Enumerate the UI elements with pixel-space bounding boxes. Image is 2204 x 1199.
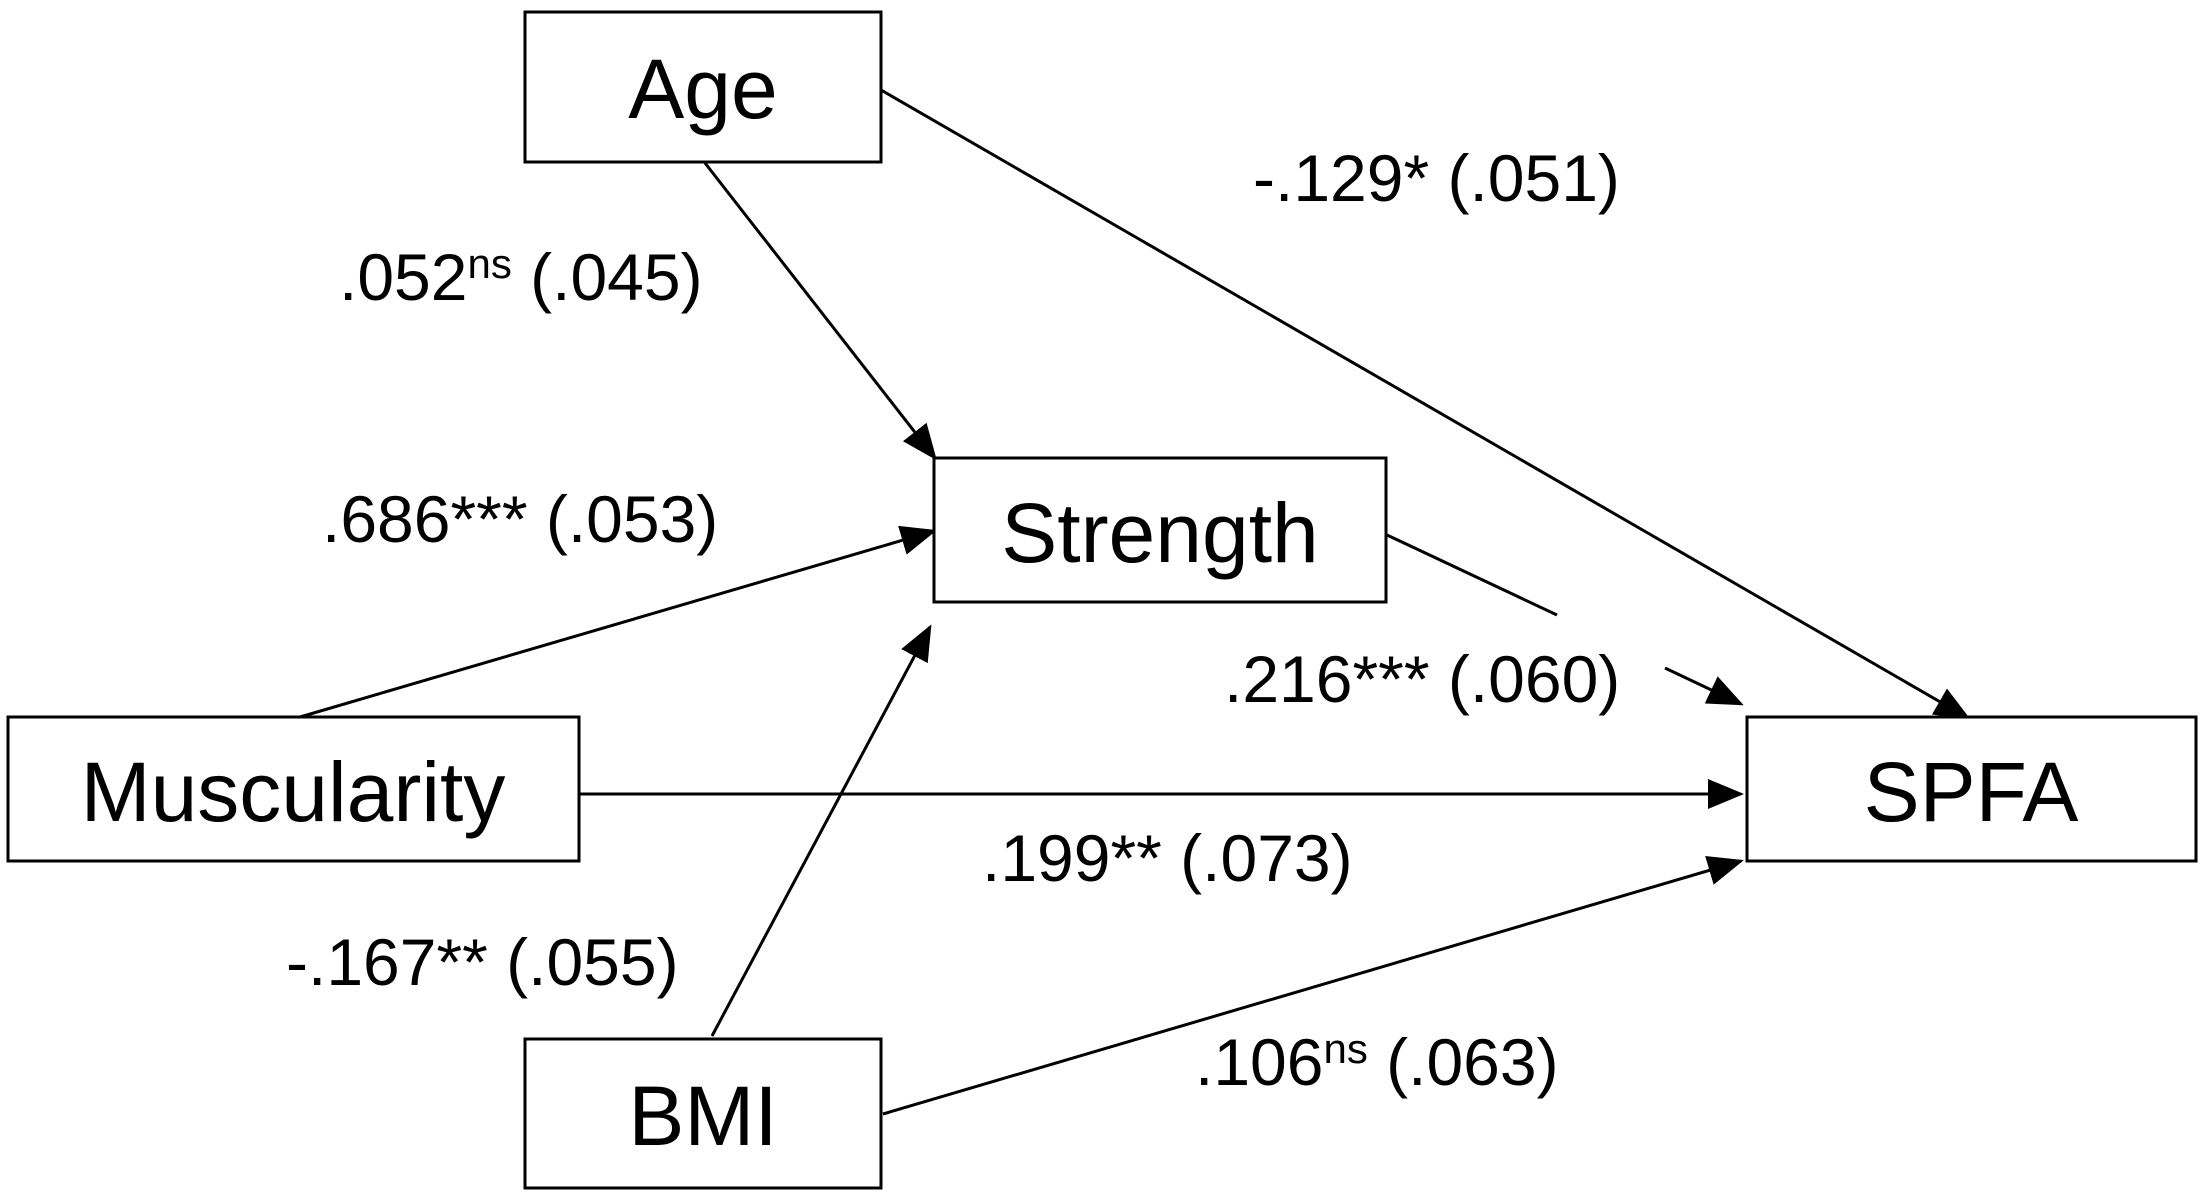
edge-muscularity-to-strength [299,525,937,719]
edge-bmi-to-spfa [882,855,1744,1116]
coef-bmi-spfa: .106ns (.063) [1195,1025,1559,1099]
coef-strength-spfa: .216*** (.060) [1224,642,1620,716]
coef-muscularity-strength: .686*** (.053) [322,482,718,556]
coef-muscularity-spfa: .199** (.073) [982,821,1353,895]
coef-age-strength-value: .052 [339,240,467,314]
coef-muscularity-strength-value: .686 [322,482,450,556]
edge-bmi-to-strength [710,624,932,1037]
node-spfa: SPFA [1745,715,2198,863]
node-bmi: BMI [523,1037,883,1190]
coef-age-strength-se: (.045) [512,240,703,314]
coef-age-strength: .052ns (.045) [339,240,703,314]
coef-age-spfa-se: (.051) [1429,141,1620,215]
coef-strength-spfa-se: (.060) [1430,642,1621,716]
node-spfa-label: SPFA [1864,745,2079,839]
node-age: Age [523,10,883,164]
coef-muscularity-spfa-sig: ** [1110,821,1161,895]
coef-strength-spfa-sig: *** [1352,642,1429,716]
node-age-label: Age [628,42,777,136]
coef-age-spfa-sig: * [1403,141,1429,215]
node-strength-label: Strength [1001,486,1319,580]
edge-age-to-spfa [880,88,1971,720]
node-muscularity: Muscularity [6,715,581,863]
coef-bmi-strength-value: -.167 [286,925,436,999]
node-bmi-label: BMI [628,1069,777,1163]
coef-muscularity-spfa-value: .199 [982,821,1110,895]
coef-bmi-spfa-sig: ns [1323,1025,1367,1072]
node-muscularity-label: Muscularity [81,745,506,839]
coef-bmi-strength-sig: ** [436,925,487,999]
coef-age-spfa: -.129* (.051) [1253,141,1620,215]
coef-bmi-spfa-se: (.063) [1368,1025,1559,1099]
coef-bmi-strength-se: (.055) [488,925,679,999]
coef-age-strength-sig: ns [467,240,511,287]
coef-bmi-strength: -.167** (.055) [286,925,679,999]
coef-strength-spfa-value: .216 [1224,642,1352,716]
coef-age-spfa-value: -.129 [1253,141,1403,215]
coef-muscularity-strength-sig: *** [450,482,527,556]
edge-age-to-strength [703,162,937,461]
edge-strength-to-spfa [1386,533,1744,706]
coef-muscularity-strength-se: (.053) [528,482,719,556]
node-strength: Strength [932,456,1388,604]
coef-bmi-spfa-value: .106 [1195,1025,1323,1099]
coef-muscularity-spfa-se: (.073) [1162,821,1353,895]
